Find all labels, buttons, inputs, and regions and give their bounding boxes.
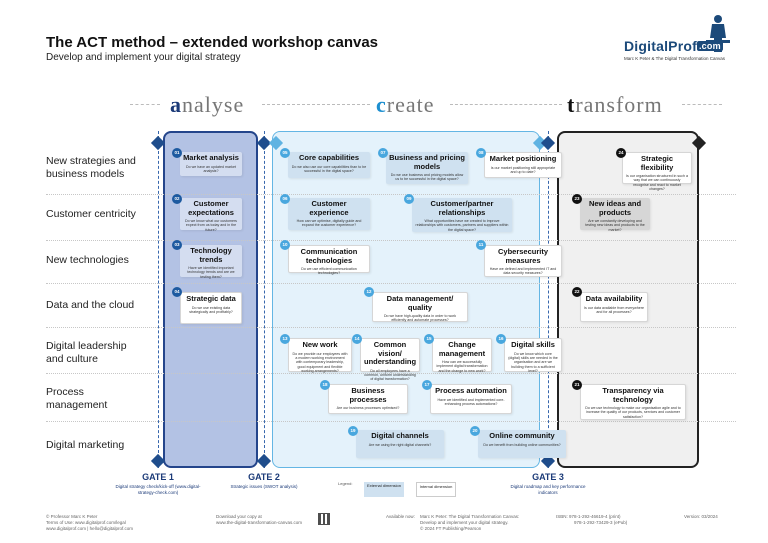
card-new-ideas-products[interactable]: New ideas and products Are we constantly…: [580, 198, 650, 232]
card-number: 05: [280, 148, 290, 158]
card-number: 24: [616, 148, 626, 158]
gate-1-title: GATE 1: [142, 472, 174, 482]
card-market-analysis[interactable]: Market analysis Do we have an updated ma…: [180, 152, 242, 176]
card-customer-expectations[interactable]: Customer expectations Do we know what ou…: [180, 198, 242, 232]
footer-version: Version: 03/2024: [684, 514, 718, 519]
card-number: 15: [424, 334, 434, 344]
phase-analyse: analyse: [170, 92, 245, 117]
card-number: 21: [572, 380, 582, 390]
footer-isbn: ISBN: 978-1-292-46619-4 (print) 978-1-29…: [556, 514, 628, 525]
card-number: 09: [404, 194, 414, 204]
card-communication-technologies[interactable]: Communication technologies Do we use eff…: [288, 245, 370, 275]
card-business-pricing-models[interactable]: Business and pricing models Do we use bu…: [386, 152, 468, 184]
row-label-strategies: New strategies and business models: [46, 155, 136, 180]
phase-create: create: [376, 92, 435, 117]
phase-transform: transform: [567, 92, 663, 117]
phase-divider: [262, 104, 370, 105]
card-number: 07: [378, 148, 388, 158]
card-number: 11: [476, 240, 486, 250]
card-technology-trends[interactable]: Technology trends Have we identified imp…: [180, 245, 242, 279]
row-separator: [46, 240, 736, 241]
card-number: 06: [280, 194, 290, 204]
row-label-marketing: Digital marketing: [46, 439, 125, 451]
card-digital-skills[interactable]: Digital skills Do we know which core (di…: [504, 338, 562, 373]
footer-copyright: © Professor Marc K Peter Terms of Use: w…: [46, 514, 134, 531]
card-number: 01: [172, 148, 182, 158]
gate-2-subtitle: Strategic issues (SWOT analysis): [230, 484, 298, 489]
gate-2-line: [264, 131, 265, 468]
page-title: The ACT method – extended workshop canva…: [46, 34, 379, 51]
card-transparency-technology[interactable]: Transparency via technology Do we use te…: [580, 384, 686, 420]
card-business-processes[interactable]: Business processes Are our business proc…: [328, 384, 408, 414]
phase-divider: [130, 104, 160, 105]
card-customer-partner-relationships[interactable]: Customer/partner relationships What oppo…: [412, 198, 512, 232]
card-number: 18: [320, 380, 330, 390]
row-separator: [46, 327, 736, 328]
legend-label: Legend:: [338, 481, 353, 486]
card-strategic-flexibility[interactable]: Strategic flexibility Is our organisatio…: [622, 152, 692, 191]
row-label-new-technologies: New technologies: [46, 254, 129, 266]
phase-divider: [450, 104, 562, 105]
digitalprof-logo: DigitalProf.com Marc K Peter & The Digit…: [624, 14, 734, 66]
card-strategic-data[interactable]: Strategic data Do we use existing data s…: [180, 292, 242, 324]
card-number: 22: [572, 287, 582, 297]
row-separator: [46, 194, 736, 195]
card-cybersecurity-measures[interactable]: Cybersecurity measures Have we defined a…: [484, 245, 562, 277]
card-number: 04: [172, 287, 182, 297]
legend-external: External dimension: [364, 482, 404, 497]
card-change-management[interactable]: Change management How can we successfull…: [432, 338, 492, 373]
card-process-automation[interactable]: Process automation Have we identified an…: [430, 384, 512, 414]
gate-1-subtitle: Digital strategy check/kick-off (www.dig…: [115, 484, 201, 495]
gate-2-diamond-bottom: [256, 453, 272, 469]
page-subtitle: Develop and implement your digital strat…: [46, 52, 241, 63]
footer-available: Available now:: [386, 514, 415, 519]
card-online-community[interactable]: Online community Do we benefit from buil…: [478, 430, 566, 458]
gate-2-title: GATE 2: [248, 472, 280, 482]
legend-internal: Internal dimension: [416, 482, 456, 497]
gate-3-subtitle: Digital roadmap and key performance indi…: [510, 484, 586, 495]
gate-3-title: GATE 3: [532, 472, 564, 482]
card-customer-experience[interactable]: Customer experience How can we optimise,…: [288, 198, 370, 230]
row-label-customer-centricity: Customer centricity: [46, 208, 136, 220]
card-number: 08: [476, 148, 486, 158]
row-label-process: Process management: [46, 386, 108, 411]
card-number: 12: [364, 287, 374, 297]
logo-tagline: Marc K Peter & The Digital Transformatio…: [624, 56, 725, 61]
card-number: 03: [172, 240, 182, 250]
row-separator: [46, 283, 736, 284]
footer-download: Download your copy at www.the-digital-tr…: [216, 514, 303, 525]
card-digital-channels[interactable]: Digital channels Are we using the right …: [356, 430, 444, 458]
card-number: 02: [172, 194, 182, 204]
card-number: 16: [496, 334, 506, 344]
card-number: 10: [280, 240, 290, 250]
card-number: 13: [280, 334, 290, 344]
card-number: 19: [348, 426, 358, 436]
card-number: 23: [572, 194, 582, 204]
logo-wordmark: DigitalProf.com: [624, 38, 723, 54]
qr-code-icon: [318, 513, 330, 525]
row-label-data-cloud: Data and the cloud: [46, 299, 135, 311]
card-data-management-quality[interactable]: Data management/ quality Do we have high…: [372, 292, 468, 322]
card-market-positioning[interactable]: Market positioning Is our market positio…: [484, 152, 562, 178]
row-label-leadership: Digital leadership and culture: [46, 340, 127, 365]
card-core-capabilities[interactable]: Core capabilities Do we also use our cor…: [288, 152, 370, 178]
gate-1-line: [158, 131, 159, 468]
gate-3-line: [548, 131, 549, 468]
row-separator: [46, 373, 736, 374]
card-data-availability[interactable]: Data availability Is our data available …: [580, 292, 648, 322]
card-common-vision[interactable]: Common vision/ understanding Do all empl…: [360, 338, 420, 381]
card-number: 14: [352, 334, 362, 344]
row-separator: [46, 421, 736, 422]
card-number: 17: [422, 380, 432, 390]
phase-divider: [682, 104, 722, 105]
footer-book: Marc K Peter: The Digital Transformation…: [420, 514, 520, 531]
card-new-work[interactable]: New work Do we provide our employees wit…: [288, 338, 352, 373]
card-number: 20: [470, 426, 480, 436]
